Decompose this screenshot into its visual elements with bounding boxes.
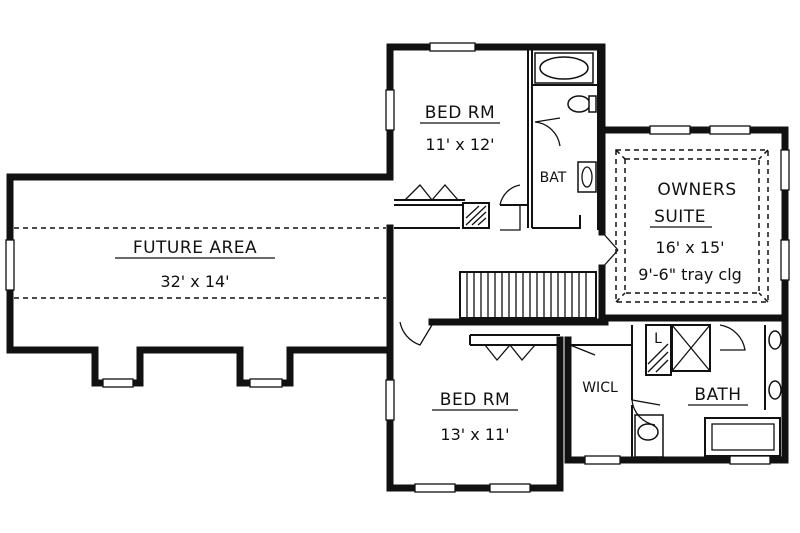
window [102,378,134,388]
window [709,125,751,135]
window [414,483,456,493]
owners-suite-size: 16' x 15' [655,238,724,257]
window [489,483,531,493]
window [5,239,15,291]
bath-owner-label: BATH [694,385,741,405]
window [584,455,621,465]
owners-suite-label-line2: SUITE [654,207,706,227]
owners-suite-label-line1: OWNERS [657,180,736,200]
window [249,378,283,388]
window [780,239,790,281]
owners-suite-ceiling: 9'-6" tray clg [638,265,742,284]
owner-bath-walls [564,324,789,465]
window [385,89,395,131]
window [385,379,395,421]
window [649,125,691,135]
bed-lower-label: BED RM [440,390,510,410]
future-area-size: 32' x 14' [160,272,229,291]
central-walls [386,43,609,492]
window [729,455,771,465]
room-labels: FUTURE AREA 32' x 14' BED RM 11' x 12' B… [115,103,748,444]
future-area-walls [5,173,394,388]
wicl-label: WICL [582,380,618,396]
linen-label: L [654,331,662,347]
window [780,149,790,191]
bed-upper-size: 11' x 12' [425,135,494,154]
owners-suite-walls [598,125,790,464]
bath-small-label: BAT [540,170,567,186]
bedroom-details [385,42,596,493]
bed-lower-size: 13' x 11' [440,425,509,444]
window [429,42,476,52]
future-area-label: FUTURE AREA [133,238,257,258]
bed-upper-label: BED RM [425,103,495,123]
